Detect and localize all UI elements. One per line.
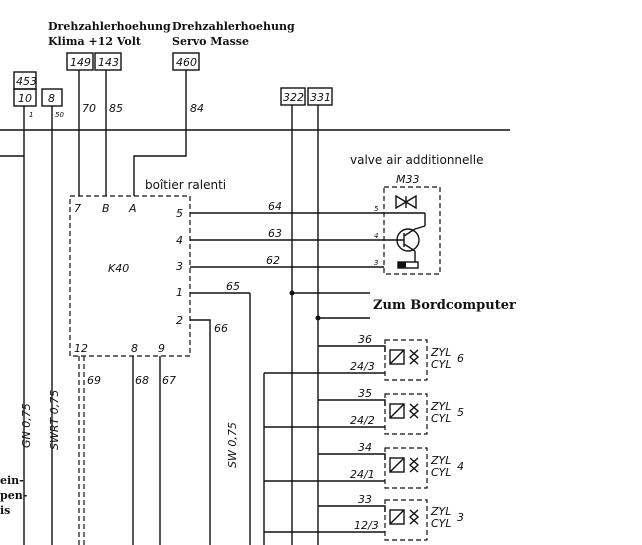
connector-label-8: 8 [48,92,55,105]
partial-text-1: ein- [0,474,24,487]
k40-name: K40 [108,262,129,275]
wire-no-84: 84 [190,102,204,115]
wire-no-50: 50 [55,111,64,119]
header-servo-line2: Servo Masse [172,35,249,48]
zyl-label: ZYL [430,400,451,413]
injector-zyl-5 [264,393,428,435]
wire-no-1: 1 [29,111,33,119]
wire-no-68: 68 [135,374,149,387]
partial-text-2: pen- [0,489,27,502]
cable-label-swrt: SWRT 0,75 [48,390,61,450]
m33-valve-icon [384,194,426,269]
injector-zyl-4 [264,447,428,489]
bordcomputer-label: Zum Bordcomputer [373,298,516,313]
wire-no-69: 69 [87,374,101,387]
inj-wire-35: 35 [358,387,372,400]
injector-zyl-3 [264,499,428,541]
m33-pin-4: 4 [374,232,378,240]
wire-no-70: 70 [82,102,96,115]
m33-name: M33 [396,173,420,186]
connector-label-149: 149 [70,56,91,69]
k40-pin-7: 7 [74,202,81,215]
connector-label-10: 10 [18,92,32,105]
m33-pin-3: 3 [374,259,378,267]
wire-no-64: 64 [268,200,282,213]
k40-annotation: boîtier ralenti [145,178,226,192]
wire-no-67: 67 [162,374,176,387]
m33-pin-5: 5 [374,205,379,213]
inj-term-24-1: 24/1 [350,468,375,481]
junction-dot [289,290,295,296]
k40-pin-1: 1 [176,286,183,299]
injector-zyl-6 [264,339,428,381]
k40-pin-2: 2 [176,314,183,327]
k40-pin-a: A [128,202,137,215]
wire-no-66: 66 [214,322,228,335]
connector-box-149 [66,52,94,71]
cylinder-number-5: 5 [457,406,464,419]
wire-no-85: 85 [109,102,123,115]
k40-pin-9: 9 [158,342,165,355]
connector-box-10 [13,88,37,107]
zyl-label: ZYL [430,346,451,359]
header-klima-line2: Klima +12 Volt [48,35,142,48]
partial-text-3: is [0,504,10,517]
cable-label-gn: GN 0,75 [20,403,33,448]
cyl-label: CYL [431,412,452,425]
k40-pin-8: 8 [131,342,138,355]
cyl-label: CYL [431,517,452,530]
cable-label-sw: SW 0,75 [226,422,239,468]
wire-no-65: 65 [226,280,240,293]
wire-no-63: 63 [268,227,282,240]
inj-term-12-3: 12/3 [354,519,379,532]
zyl-label: ZYL [430,505,451,518]
connector-box-322 [280,87,306,106]
connector-label-453: 453 [16,75,37,88]
connector-label-322: 322 [283,91,304,104]
cyl-label: CYL [431,466,452,479]
k40-pin-12: 12 [74,342,88,355]
inj-wire-34: 34 [358,441,372,454]
connector-label-460: 460 [176,56,197,69]
m33-annotation: valve air additionnelle [350,153,483,167]
wire-66 [190,319,211,545]
connector-box-331 [307,87,333,106]
zyl-label: ZYL [430,454,451,467]
m33-housing [383,186,441,275]
header-klima-line1: Drehzahlerhoehung [48,20,171,33]
junction-dot [315,315,321,321]
cylinder-number-4: 4 [457,460,464,473]
connector-label-331: 331 [310,91,331,104]
k40-pin-5: 5 [176,207,183,220]
wire-84 [133,70,187,196]
k40-module [69,195,191,357]
connector-label-143: 143 [98,56,119,69]
cyl-label: CYL [431,358,452,371]
cylinder-number-3: 3 [457,511,464,524]
wire-no-62: 62 [266,254,280,267]
connector-box-143 [94,52,122,71]
inj-wire-36: 36 [358,333,372,346]
cylinder-number-6: 6 [457,352,464,365]
k40-pin-4: 4 [176,234,183,247]
inj-term-24-2: 24/2 [350,414,375,427]
k40-pin-3: 3 [176,260,183,273]
k40-pin-b: B [102,202,110,215]
inj-term-24-3: 24/3 [350,360,375,373]
header-servo-line1: Drehzahlerhoehung [172,20,295,33]
inj-wire-33: 33 [358,493,372,506]
